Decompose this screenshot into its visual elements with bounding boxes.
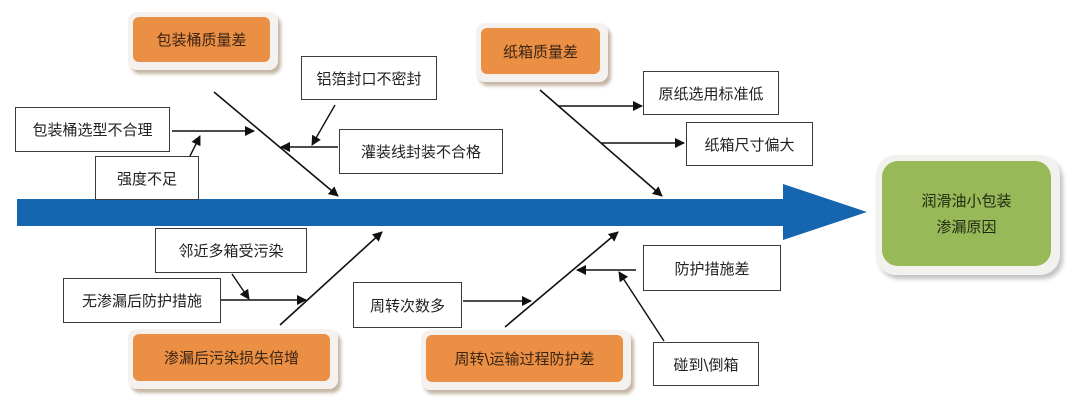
cause-no-protection: 无渗漏后防护措施	[63, 278, 221, 323]
category-carton-quality: 纸箱质量差	[476, 23, 608, 82]
cause-line-collision	[618, 271, 665, 342]
cause-foil-seal: 铝箔封口不密封	[301, 56, 437, 100]
category-transport: 周转\运输过程防护差	[421, 330, 631, 390]
effect-line-2: 渗漏原因	[936, 217, 997, 236]
cause-adjacent: 邻近多箱受污染	[155, 228, 307, 273]
cause-paper-standard: 原纸选用标准低	[643, 71, 779, 115]
spine-arrow	[17, 184, 867, 240]
category-contamination: 渗漏后污染损失倍增	[128, 329, 338, 389]
category-label: 周转\运输过程防护差	[426, 335, 623, 382]
cause-carton-size: 纸箱尺寸偏大	[686, 122, 813, 166]
category-label: 纸箱质量差	[481, 28, 600, 74]
cause-turnover: 周转次数多	[353, 282, 462, 328]
cause-filling-seal: 灌装线封装不合格	[339, 129, 503, 174]
effect-box: 润滑油小包装 渗漏原因	[876, 155, 1060, 275]
cause-bucket-selection: 包装桶选型不合理	[15, 107, 170, 152]
cause-line-foil-seal	[311, 104, 336, 146]
bone-contamination	[279, 231, 383, 326]
bone-transport	[504, 231, 619, 328]
category-bucket-quality: 包装桶质量差	[128, 12, 278, 70]
cause-line-strength	[189, 135, 201, 157]
bone-bucket-quality	[213, 91, 339, 197]
bone-carton-quality	[539, 89, 663, 197]
cause-line-adjacent	[231, 273, 250, 300]
effect-line-1: 润滑油小包装	[921, 191, 1012, 210]
cause-strength: 强度不足	[95, 156, 199, 200]
category-label: 包装桶质量差	[133, 17, 270, 62]
cause-protection: 防护措施差	[643, 245, 781, 291]
cause-collision: 碰到\倒箱	[653, 342, 759, 386]
category-label: 渗漏后污染损失倍增	[133, 334, 330, 381]
